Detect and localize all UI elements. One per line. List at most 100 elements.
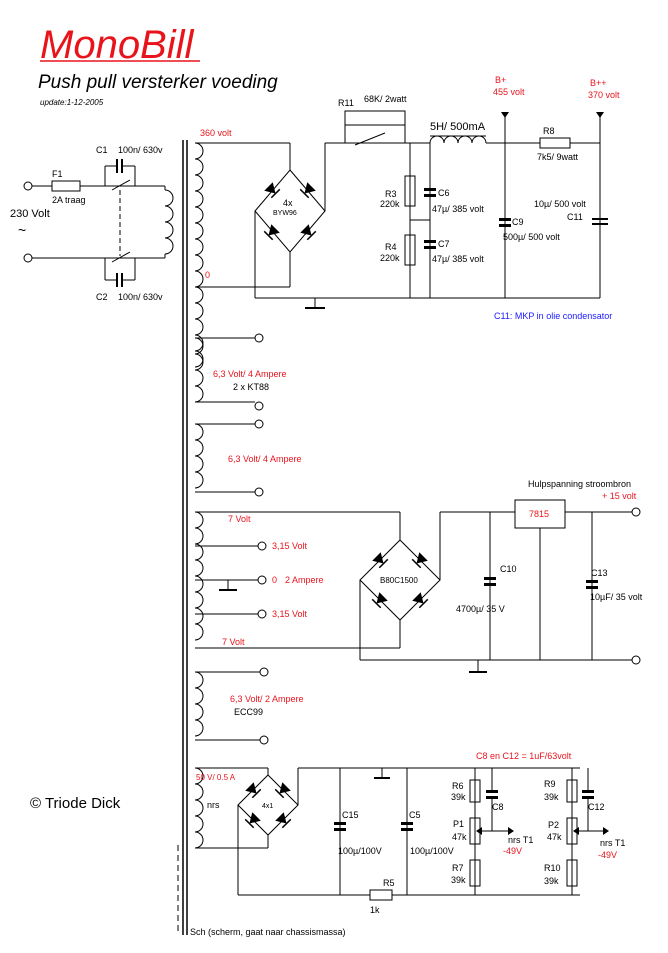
r10-resistor xyxy=(566,859,578,887)
r9-name: R9 xyxy=(544,779,556,789)
title: MonoBill xyxy=(40,23,195,67)
r8-name: R8 xyxy=(543,126,555,136)
r6-resistor xyxy=(469,779,481,803)
heater1-terminal-a[interactable] xyxy=(254,333,264,343)
heater1-terminal-b[interactable] xyxy=(254,401,264,411)
heater3-load: ECC99 xyxy=(234,707,263,717)
bias-capacitor-note: C8 en C12 = 1uF/63volt xyxy=(476,751,572,761)
r11-name: R11 xyxy=(338,98,354,108)
r5-value: 1k xyxy=(370,905,380,915)
r11-bypass-switch[interactable] xyxy=(354,132,386,146)
c10-capacitor xyxy=(484,577,496,580)
hv-winding xyxy=(194,142,204,368)
r5-resistor xyxy=(369,889,393,901)
bias-bridge-type: 4x1 xyxy=(262,803,273,810)
c1-value: 100n/ 630v xyxy=(118,145,163,155)
aux-bottom-voltage: 7 Volt xyxy=(222,637,245,647)
c6-value: 47µ/ 385 volt xyxy=(432,204,484,214)
c5-name: C5 xyxy=(409,810,421,820)
aux-output-voltage: + 15 volt xyxy=(602,491,637,501)
hv-bridge-type: BYW96 xyxy=(273,210,297,217)
mains-terminal-top[interactable] xyxy=(23,181,33,191)
out1-value: -49V xyxy=(503,846,522,856)
c12-name: C12 xyxy=(588,802,605,812)
mains-switch-top[interactable] xyxy=(111,179,131,191)
bias-winding xyxy=(194,767,204,849)
heater3-winding xyxy=(194,671,204,737)
c13-capacitor xyxy=(586,580,598,583)
p2-value: 47k xyxy=(547,832,562,842)
bias-bridge-rectifier xyxy=(237,774,299,836)
c9-value: 500µ/ 500 volt xyxy=(503,232,560,242)
hv-bridge-rectifier xyxy=(254,169,326,253)
c6-name: C6 xyxy=(438,188,450,198)
out2-value: -49V xyxy=(598,850,617,860)
heater2-terminal-b[interactable] xyxy=(254,487,264,497)
aux-center-terminal[interactable] xyxy=(257,575,267,585)
aux-output-terminal[interactable] xyxy=(631,507,641,517)
bplus-value: 455 volt xyxy=(493,87,525,97)
bplusplus-value: 370 volt xyxy=(588,90,620,100)
subtitle: Push pull versterker voeding xyxy=(38,72,278,93)
choke xyxy=(429,135,487,144)
hv-bridge-count: 4x xyxy=(283,198,293,208)
c10-value: 4700µ/ 35 V xyxy=(456,604,505,614)
fuse-f1 xyxy=(51,180,81,192)
heater3-rating: 6,3 Volt/ 2 Ampere xyxy=(230,694,304,704)
r6-value: 39k xyxy=(451,792,466,802)
bplusplus-name: B++ xyxy=(590,78,607,88)
aux-winding xyxy=(194,511,204,641)
c2-name: C2 xyxy=(96,292,108,302)
c7-name: C7 xyxy=(438,239,450,249)
bias-winding-rating: 50 V/ 0.5 A xyxy=(196,773,236,782)
mains-switch-bottom[interactable] xyxy=(111,251,131,263)
regulator-label: 7815 xyxy=(529,509,549,519)
r9-value: 39k xyxy=(544,792,559,802)
c10-name: C10 xyxy=(500,564,517,574)
heater3-terminal-b[interactable] xyxy=(259,735,269,745)
bplus-name: B+ xyxy=(495,75,506,85)
heater3-terminal-a[interactable] xyxy=(259,667,269,677)
out1-label: nrs T1 xyxy=(508,835,533,845)
update-date: update:1-12-2005 xyxy=(40,98,104,107)
r3-value: 220k xyxy=(380,199,400,209)
r9-resistor xyxy=(566,779,578,803)
aux-ground-terminal[interactable] xyxy=(631,655,641,665)
c13-name: C13 xyxy=(591,568,608,578)
c7-capacitor xyxy=(424,240,436,243)
bias-section: 50 V/ 0.5 A nrs 4x1 C15 100µ/100V R5 1k … xyxy=(194,751,625,915)
heater1-winding xyxy=(194,337,204,403)
heater2-winding xyxy=(194,423,204,489)
r7-resistor xyxy=(469,859,481,887)
c15-capacitor xyxy=(334,822,346,825)
r8-resistor xyxy=(539,137,571,149)
c1-name: C1 xyxy=(96,145,108,155)
r3-resistor xyxy=(404,175,416,207)
c6-capacitor xyxy=(424,188,436,191)
r3-name: R3 xyxy=(385,189,397,199)
heater2-rating: 6,3 Volt/ 4 Ampere xyxy=(228,454,302,464)
heater2-terminal-a[interactable] xyxy=(254,419,264,429)
out2-arrow xyxy=(603,827,609,835)
heater2-section: 6,3 Volt/ 4 Ampere xyxy=(194,419,302,497)
r11-value: 68K/ 2watt xyxy=(364,94,407,104)
r8-value: 7k5/ 9watt xyxy=(537,152,579,162)
c8-name: C8 xyxy=(492,802,504,812)
copyright: © Triode Dick xyxy=(30,795,121,812)
out1-arrow xyxy=(508,827,514,835)
p2-name: P2 xyxy=(548,820,559,830)
r4-value: 220k xyxy=(380,253,400,263)
mains-input: 230 Volt ~ F1 2A traag C1 100n/ 630v C2 … xyxy=(10,145,174,302)
mains-tilde: ~ xyxy=(18,222,26,238)
bplusplus-arrow xyxy=(596,112,604,118)
r7-value: 39k xyxy=(451,875,466,885)
c15-name: C15 xyxy=(342,810,359,820)
mains-voltage: 230 Volt xyxy=(10,208,50,220)
p1-value: 47k xyxy=(452,832,467,842)
c8-capacitor xyxy=(486,790,498,793)
aux-tap1-terminal[interactable] xyxy=(257,541,267,551)
mains-terminal-bottom[interactable] xyxy=(23,253,33,263)
aux-tap2-terminal[interactable] xyxy=(257,609,267,619)
r6-name: R6 xyxy=(452,781,464,791)
r5-name: R5 xyxy=(383,878,395,888)
